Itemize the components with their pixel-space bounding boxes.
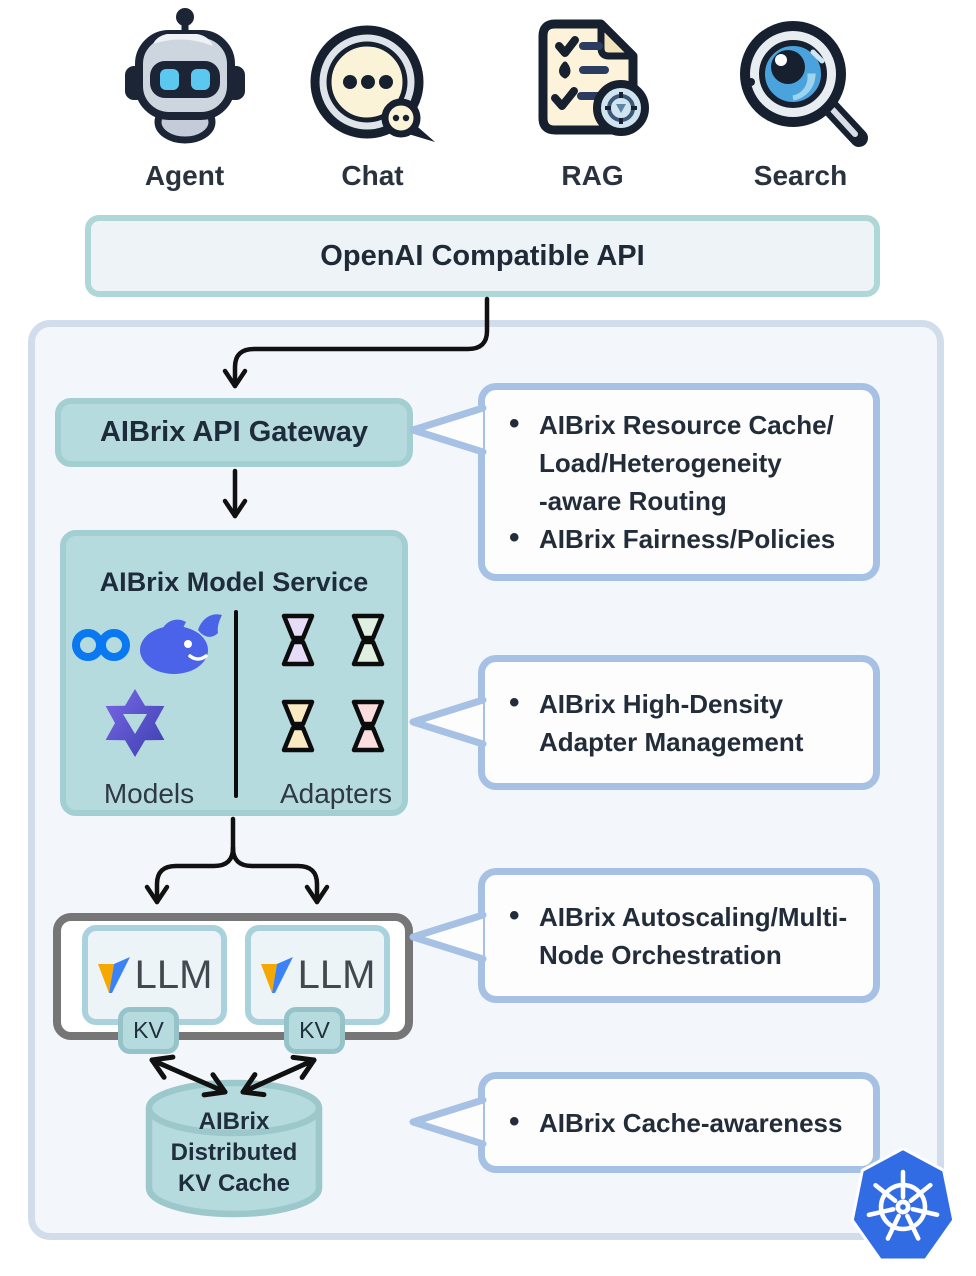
model-service-title: AIBrix Model Service bbox=[99, 567, 369, 597]
kv-cache-line: AIBrix bbox=[198, 1108, 270, 1135]
openai-api-label: OpenAI Compatible API bbox=[320, 239, 645, 272]
vllm-label: LLM bbox=[134, 952, 213, 997]
vllm-label: LLM bbox=[297, 952, 376, 997]
kv-box: KV bbox=[118, 1007, 179, 1054]
callout-tail bbox=[409, 696, 487, 748]
callout-item: AIBrix Autoscaling/Multi- Node Orchestra… bbox=[507, 897, 873, 974]
callout-cache-awareness: AIBrix Cache-awareness bbox=[478, 1072, 880, 1173]
callout-gateway-features: AIBrix Resource Cache/ Load/Heterogeneit… bbox=[478, 383, 880, 581]
qwen-star-icon bbox=[105, 689, 165, 757]
openai-api-box: OpenAI Compatible API bbox=[85, 215, 880, 297]
meta-infinity-icon bbox=[72, 629, 130, 661]
kv-cache-line: KV Cache bbox=[177, 1170, 291, 1197]
document-checklist-icon bbox=[538, 19, 649, 136]
kv-cache-cylinder-label: AIBrix Distributed KV Cache bbox=[145, 1106, 323, 1199]
kv-cache-line: Distributed bbox=[170, 1139, 298, 1166]
client-label: RAG bbox=[561, 160, 624, 191]
client-rag: RAG bbox=[520, 4, 665, 192]
models-label: Models bbox=[103, 778, 195, 809]
adapters-icons bbox=[281, 613, 385, 753]
client-agent: Agent bbox=[112, 4, 257, 192]
model-service-divider bbox=[234, 610, 238, 798]
client-label: Chat bbox=[341, 160, 404, 191]
callout-tail bbox=[409, 911, 487, 963]
robot-icon bbox=[124, 8, 245, 144]
callout-adapter-management: AIBrix High-Density Adapter Management bbox=[478, 655, 880, 790]
kv-box: KV bbox=[284, 1007, 345, 1054]
model-service-box: AIBrix Model Service bbox=[60, 530, 408, 816]
api-gateway-label: AIBrix API Gateway bbox=[99, 416, 369, 448]
kv-label: KV bbox=[133, 1017, 164, 1043]
client-label: Search bbox=[753, 160, 848, 191]
api-gateway-box: AIBrix API Gateway bbox=[55, 398, 413, 467]
chat-bubble-icon bbox=[310, 25, 435, 142]
vllm-logo-icon bbox=[97, 957, 130, 993]
client-search: Search bbox=[728, 4, 873, 192]
vllm-node: LLM bbox=[245, 925, 390, 1025]
kv-label: KV bbox=[299, 1017, 330, 1043]
magnifier-eye-icon bbox=[739, 21, 868, 147]
kubernetes-icon bbox=[850, 1148, 956, 1262]
client-chat: Chat bbox=[300, 4, 445, 192]
callout-item: AIBrix Resource Cache/ Load/Heterogeneit… bbox=[507, 405, 873, 520]
callout-item: AIBrix High-Density Adapter Management bbox=[507, 684, 873, 761]
callout-tail bbox=[409, 1096, 487, 1148]
callout-autoscaling: AIBrix Autoscaling/Multi- Node Orchestra… bbox=[478, 868, 880, 1003]
client-label: Agent bbox=[144, 160, 225, 191]
callout-tail bbox=[409, 404, 487, 456]
callout-item: AIBrix Cache-awareness bbox=[507, 1103, 873, 1142]
deepseek-whale-icon bbox=[140, 614, 222, 674]
vllm-logo-icon bbox=[260, 957, 293, 993]
adapters-label: Adapters bbox=[279, 778, 393, 809]
callout-item: AIBrix Fairness/Policies bbox=[507, 519, 873, 558]
